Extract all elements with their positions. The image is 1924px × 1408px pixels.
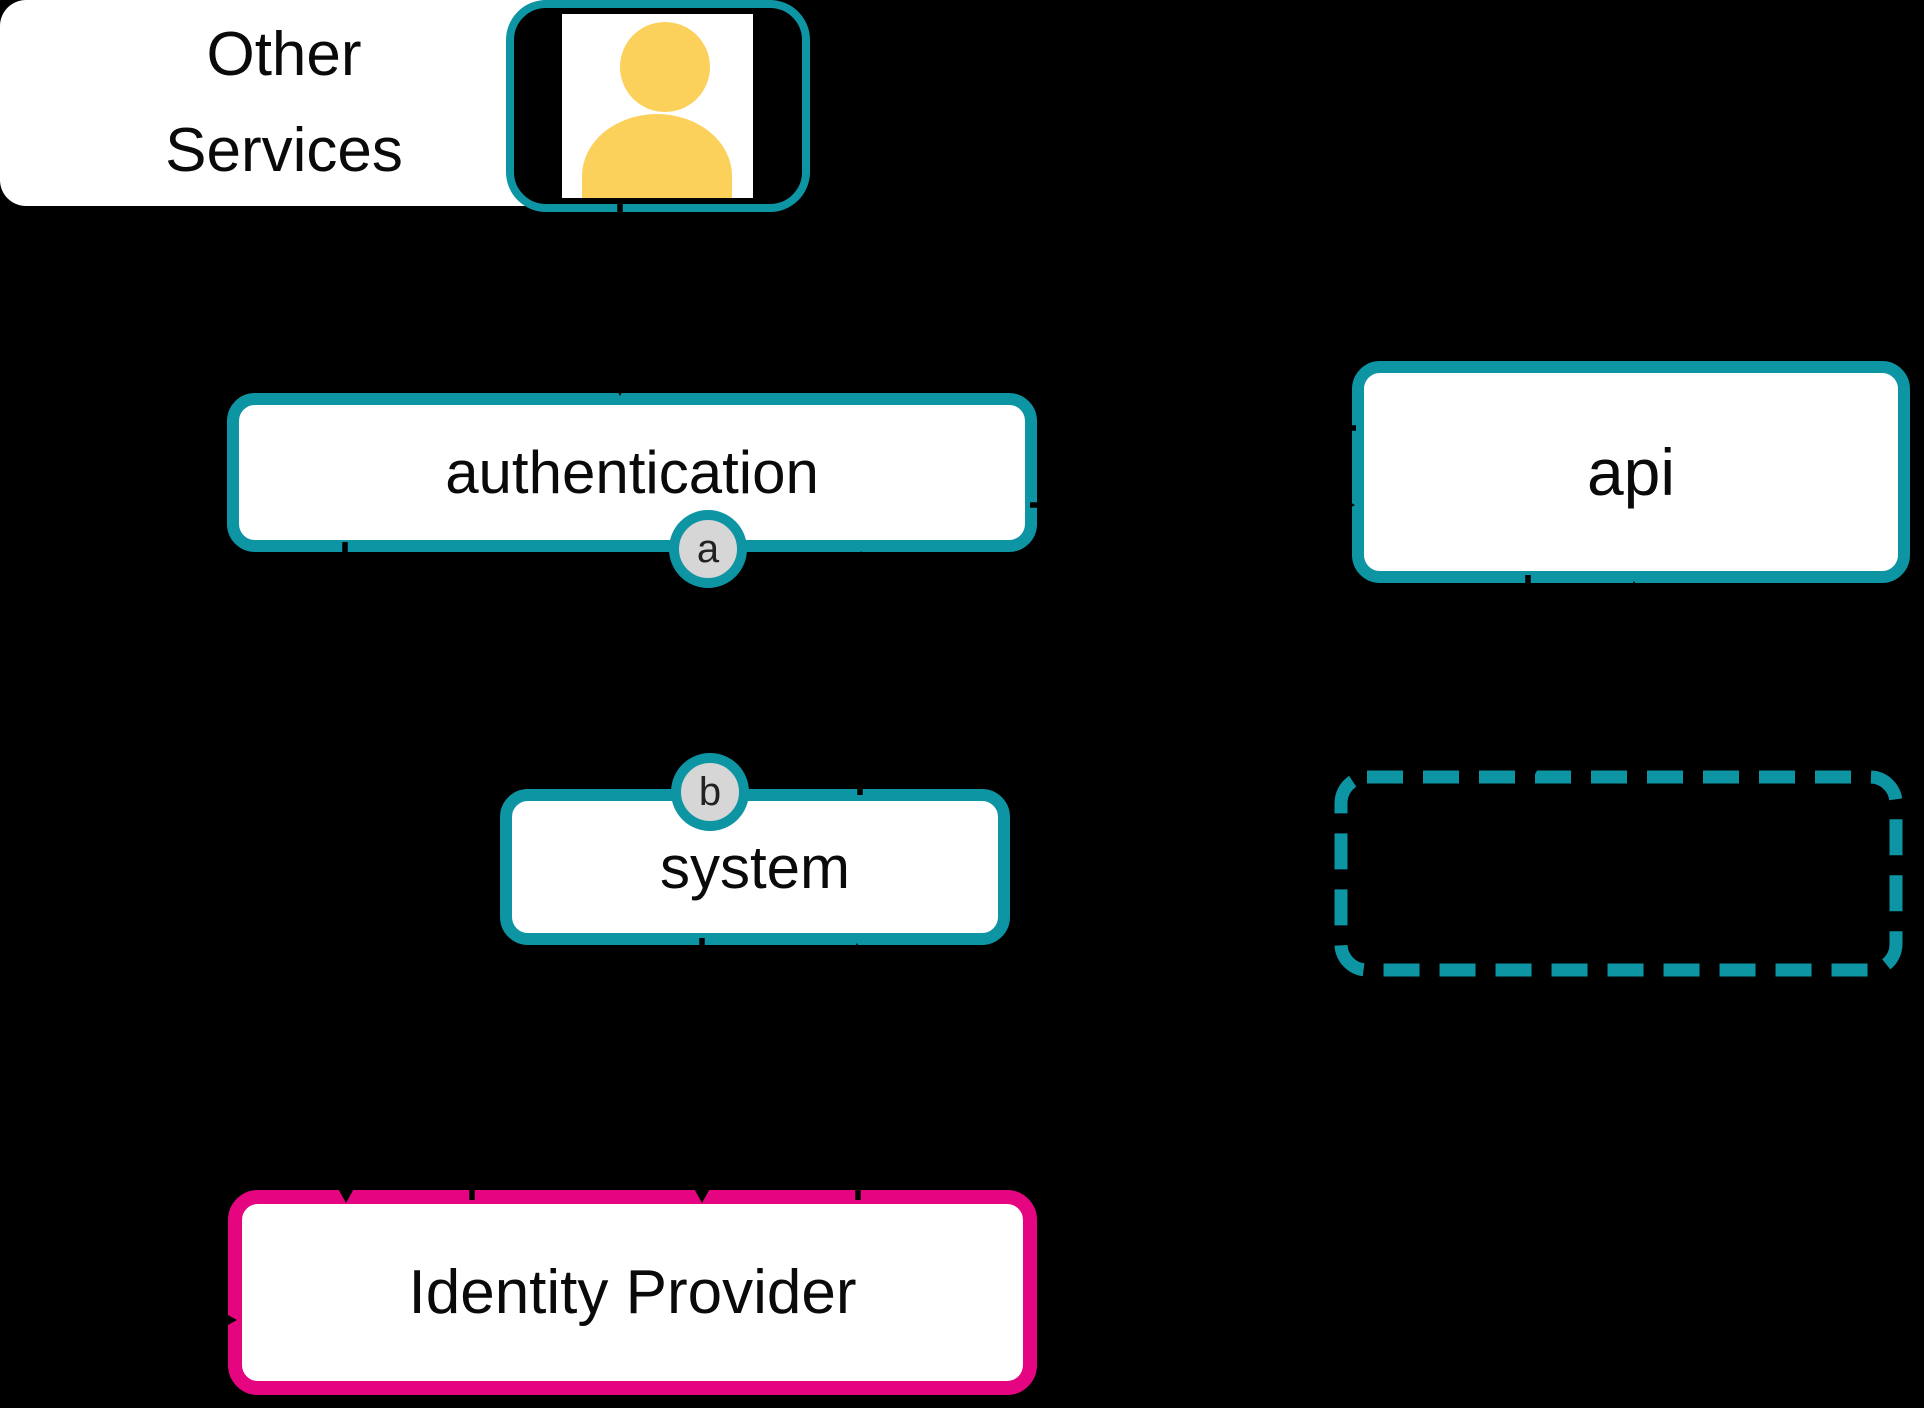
step-marker-b-label: b [698,769,722,814]
other-services-label-line2: Services [165,116,403,185]
other-services-node: Other Services [0,0,568,206]
arrow-identity-provider-to-authentication [460,553,483,1201]
api-node: api [1352,361,1910,583]
arrow-system-to-authentication [849,551,872,796]
other-services-label-line1: Other [206,19,362,89]
authentication-label: authentication [445,439,819,506]
system-node: system [500,789,1010,945]
step-marker-a: a [669,510,747,588]
person-body-icon [582,114,732,198]
arrow-authentication-to-identity-provider [334,541,357,1203]
step-marker-b: b [671,753,749,831]
arrow-identity-provider-to-system [846,943,869,1201]
api-label: api [1586,435,1676,509]
identity-provider-node: Identity Provider [228,1190,1037,1395]
identity-provider-label: Identity Provider [408,1258,857,1327]
authentication-node: authentication [227,393,1037,552]
other-services-dashed-border [1334,770,1903,977]
person-icon [562,14,753,198]
person-head-icon [620,22,710,112]
system-label: system [659,833,851,901]
step-marker-a-label: a [696,526,720,571]
